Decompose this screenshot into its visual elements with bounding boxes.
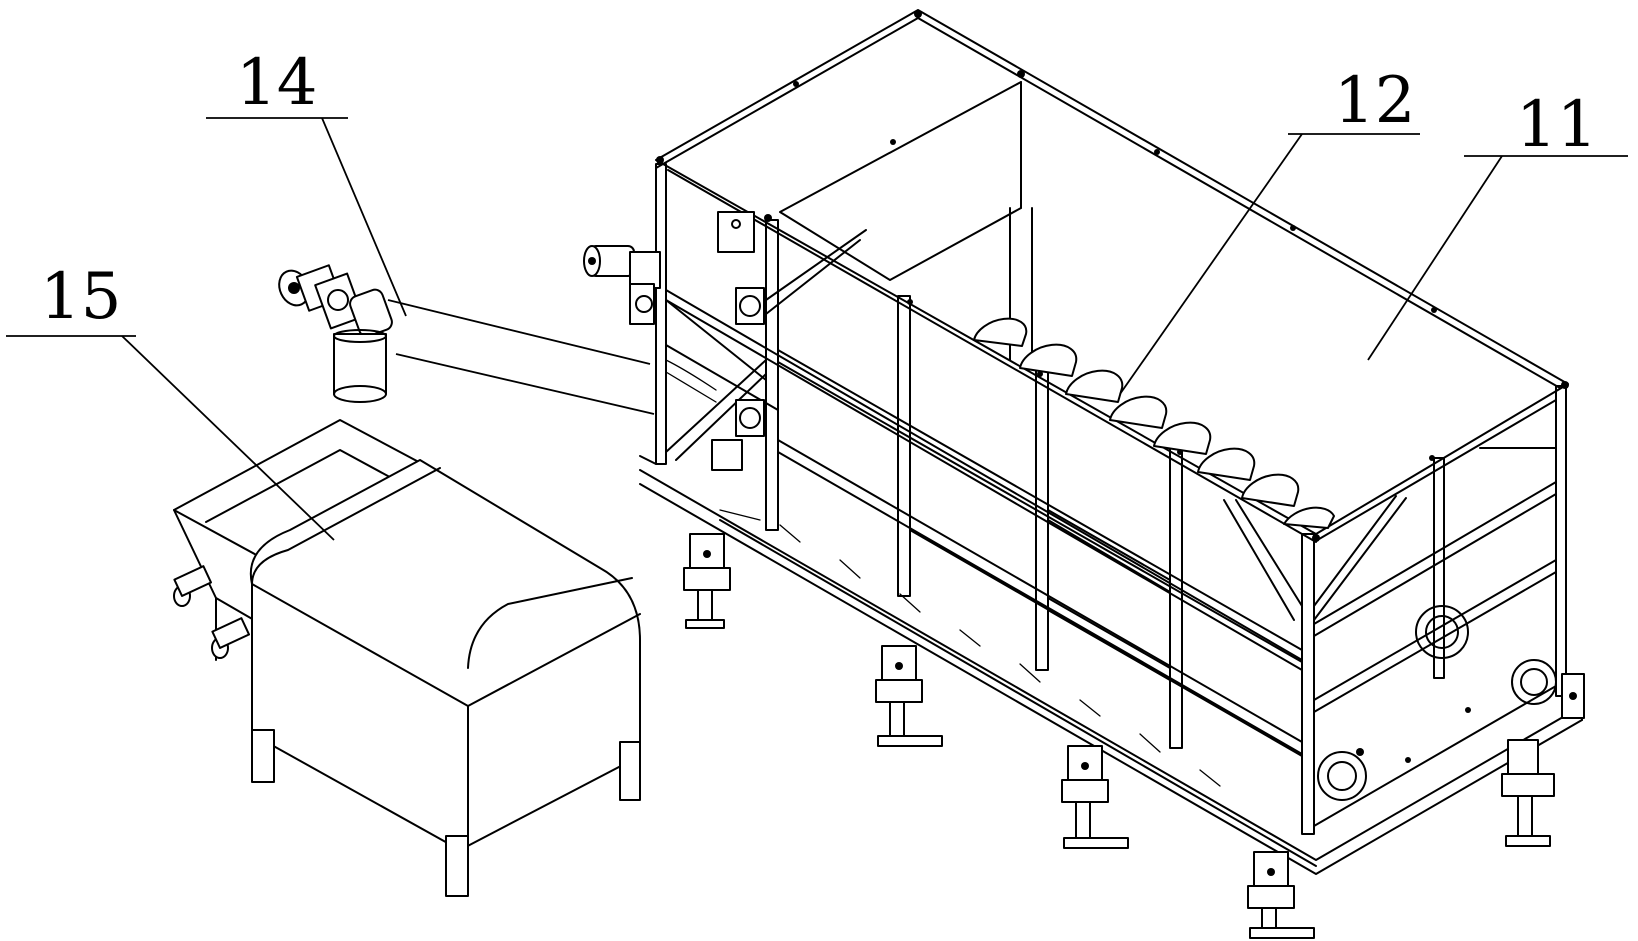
base-crossbars [719,509,1221,787]
label-15: 15 [40,260,121,334]
label-14: 14 [236,46,317,120]
pump-unit [278,264,393,403]
hopper-tank [173,419,641,897]
screw-conveyor [973,317,1335,529]
container-frame [639,9,1583,875]
i-beam-feet [683,533,1585,939]
label-11: 11 [1516,88,1597,162]
container-motor [583,211,765,471]
leader-lines [6,117,1628,541]
label-12: 12 [1334,64,1415,138]
